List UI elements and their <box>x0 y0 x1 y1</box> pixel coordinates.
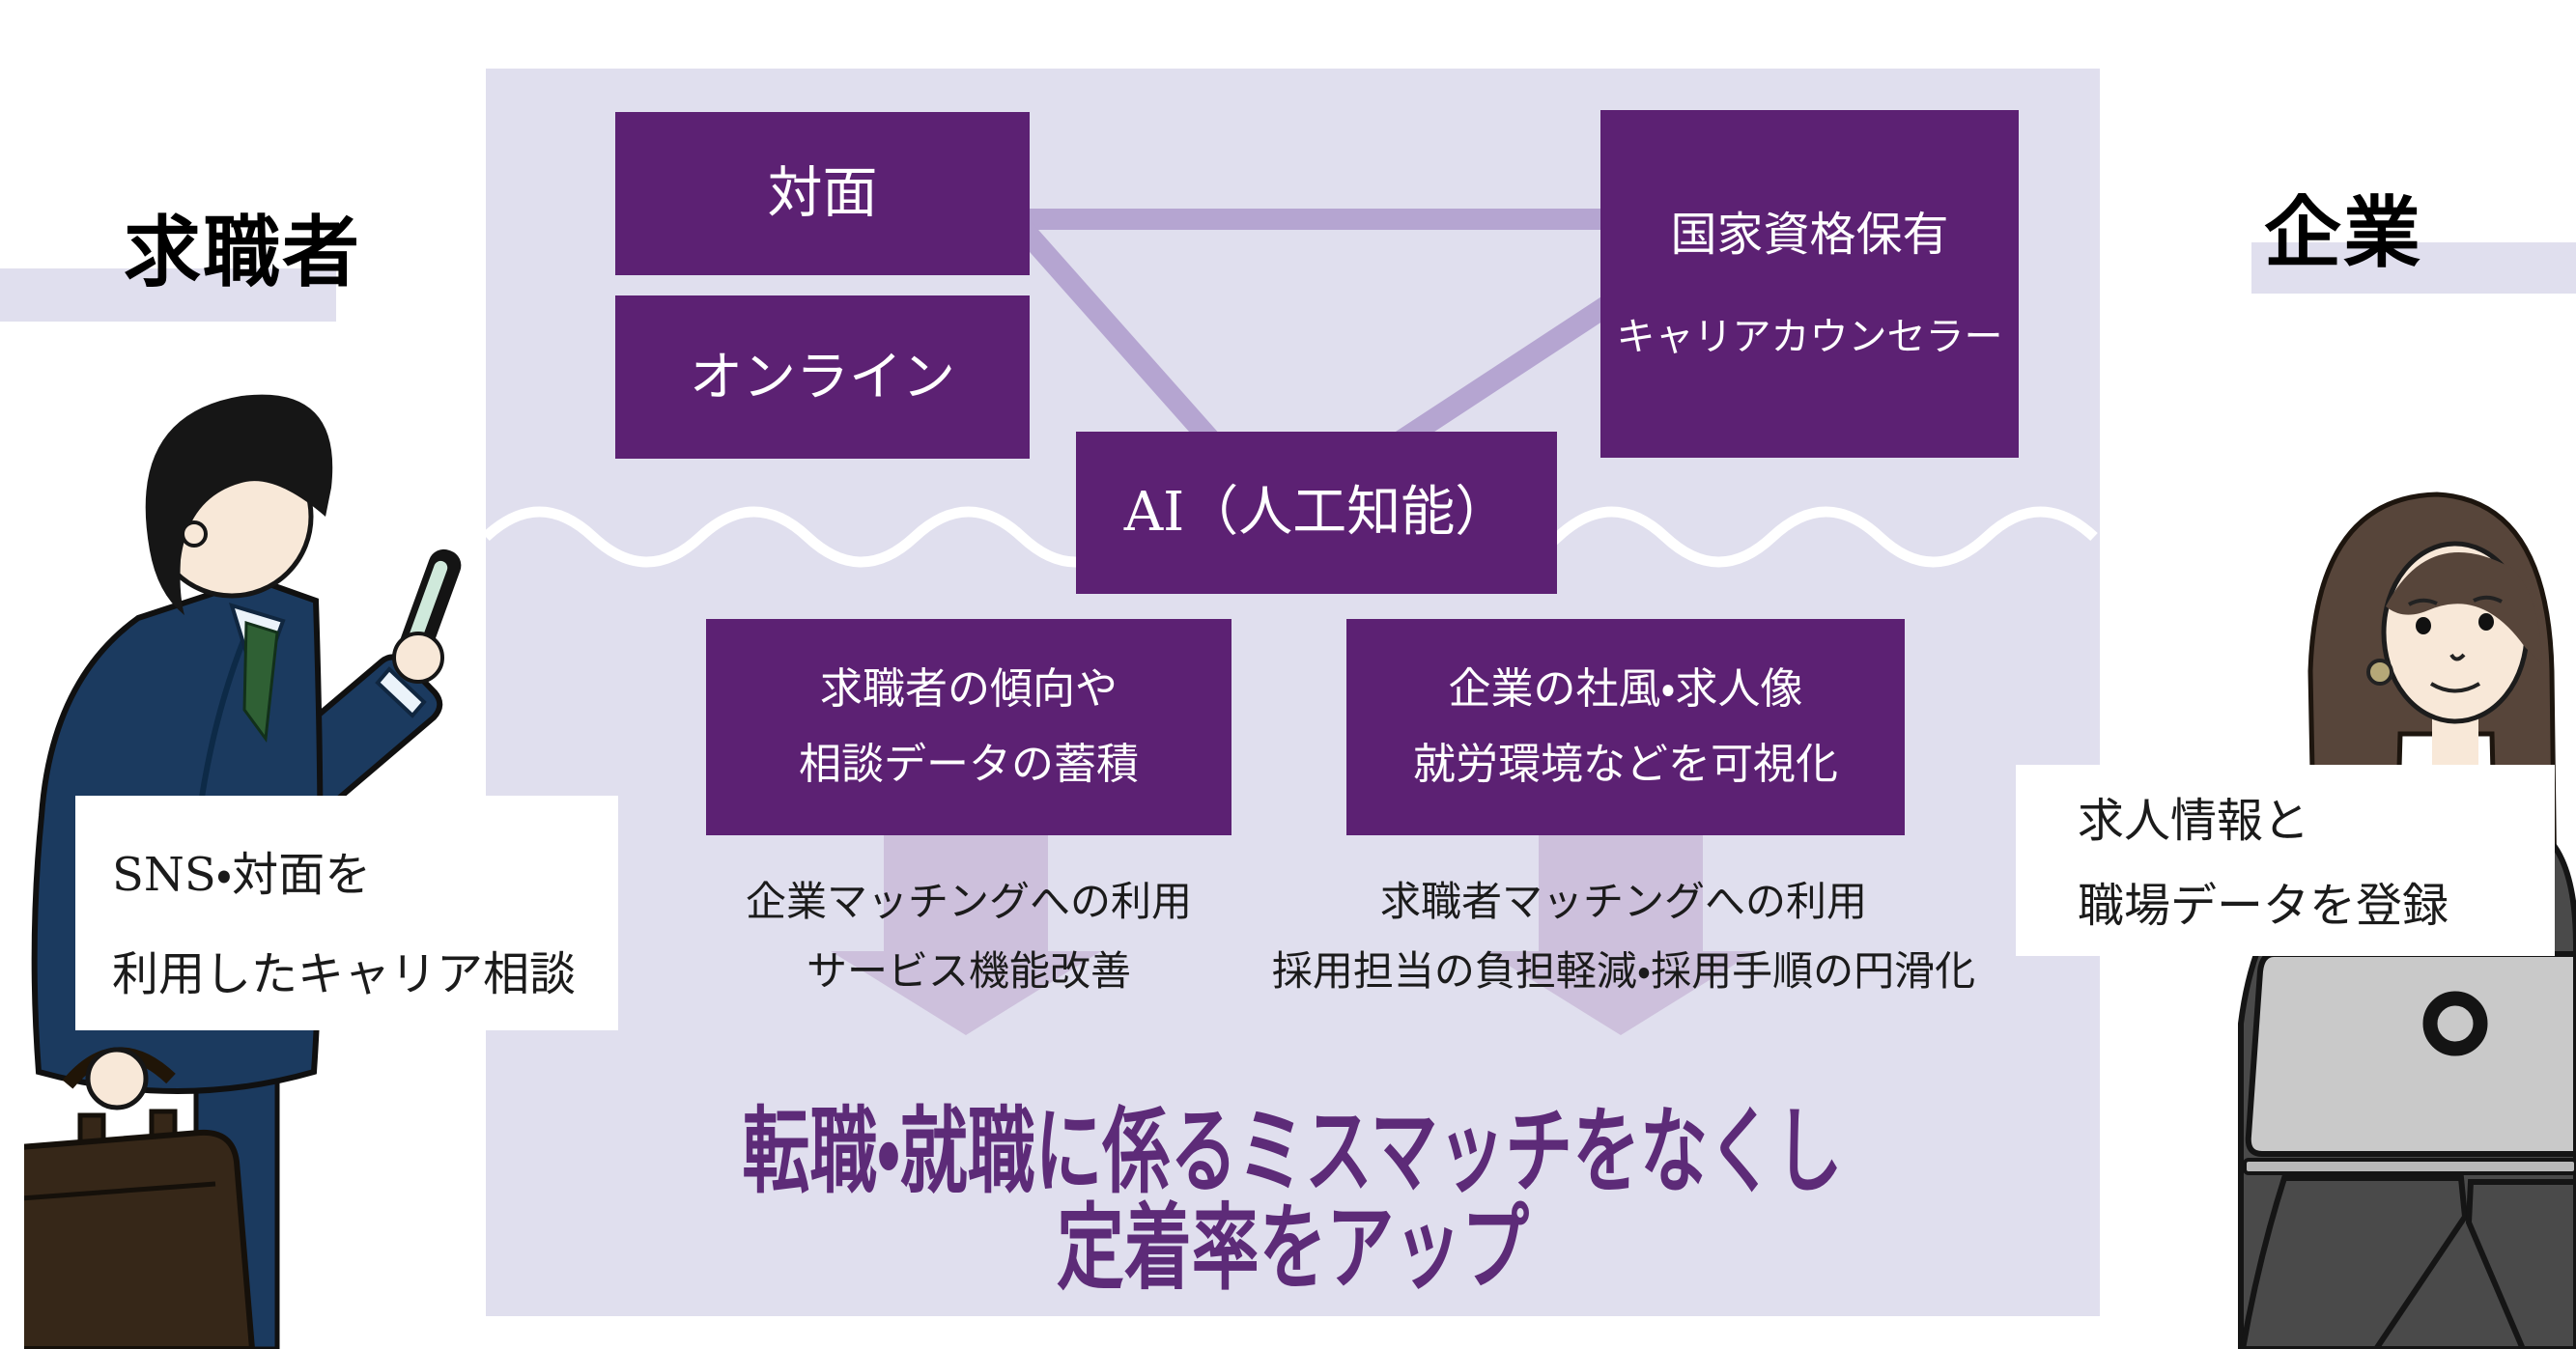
job-seeker-caption: SNS・対面を 利用したキャリア相談 <box>75 796 618 1030</box>
ear <box>181 520 208 548</box>
company-label-bar <box>2251 242 2576 294</box>
headline-line2: 定着率をアップ <box>1057 1195 1529 1301</box>
earring <box>2366 659 2393 686</box>
job-seeker-label-bar <box>0 268 336 322</box>
arrow-note-left: 企業マッチングへの利用 サービス機能改善 <box>679 867 1259 1006</box>
box-company-visualization: 企業の社風・求人像 就労環境などを可視化 <box>1346 619 1905 835</box>
arrow-note-right-line2: 採用担当の負担軽減・採用手順の円滑化 <box>1271 947 1976 995</box>
job-seeker-caption-line1: SNS・対面を <box>112 848 372 902</box>
face-features <box>2408 595 2503 693</box>
box-jobseeker-data-line1: 求職者の傾向や <box>820 664 1118 714</box>
down-arrow-left <box>831 821 1101 1035</box>
box-company-visualization-line2: 就労環境などを可視化 <box>1413 740 1838 789</box>
laptop-logo-ring <box>2422 991 2488 1056</box>
job-seeker-label: 求職者 <box>124 210 361 295</box>
box-company-visualization-line1: 企業の社風・求人像 <box>1448 664 1803 714</box>
hand <box>392 632 444 684</box>
box-ai-label: AI（人工知能） <box>1123 481 1510 544</box>
box-online-label: オンライン <box>689 346 955 408</box>
bangs <box>2386 551 2542 664</box>
laptop-icon <box>2243 951 2576 1175</box>
necktie <box>242 620 279 743</box>
arrow-note-right-line1: 求職者マッチングへの利用 <box>1379 878 1867 925</box>
job-seeker-caption-line2: 利用したキャリア相談 <box>112 947 577 1001</box>
box-face-to-face-label: 対面 <box>767 161 878 225</box>
box-ai: AI（人工知能） <box>1076 432 1557 594</box>
box-certified-counselor-line2: キャリアカウンセラー <box>1616 315 2003 359</box>
box-face-to-face: 対面 <box>615 112 1030 275</box>
box-jobseeker-data: 求職者の傾向や 相談データの蓄積 <box>706 619 1231 835</box>
headline-line1: 転職・就職に係るミスマッチをなくし <box>742 1099 1844 1204</box>
briefcase-icon <box>24 1109 256 1349</box>
down-arrow-right <box>1486 821 1756 1035</box>
right-eye <box>2478 613 2494 631</box>
company-caption-line2: 職場データを登録 <box>2078 879 2449 933</box>
company-label: 企業 <box>2264 190 2422 276</box>
connector-lines <box>966 200 1697 471</box>
shirt-cuff <box>375 666 427 718</box>
box-online: オンライン <box>615 295 1030 459</box>
arrow-note-left-line1: 企業マッチングへの利用 <box>745 878 1192 925</box>
box-certified-counselor: 国家資格保有 キャリアカウンセラー <box>1600 110 2019 458</box>
company-caption: 求人情報と 職場データを登録 <box>2016 765 2555 956</box>
laptop-base <box>2243 1158 2576 1175</box>
hand-on-handle <box>85 1047 149 1110</box>
right-sleeve <box>2465 1179 2576 1349</box>
box-jobseeker-data-line2: 相談データの蓄積 <box>799 740 1139 789</box>
hair <box>145 394 333 615</box>
arrow-note-left-line2: サービス機能改善 <box>806 947 1131 995</box>
left-eye <box>2416 617 2431 634</box>
company-caption-line1: 求人情報と <box>2078 794 2310 848</box>
arrow-note-right: 求職者マッチングへの利用 採用担当の負担軽減・採用手順の円滑化 <box>1237 867 2010 1006</box>
box-certified-counselor-line1: 国家資格保有 <box>1670 208 1949 262</box>
left-sleeve <box>2239 1175 2469 1349</box>
